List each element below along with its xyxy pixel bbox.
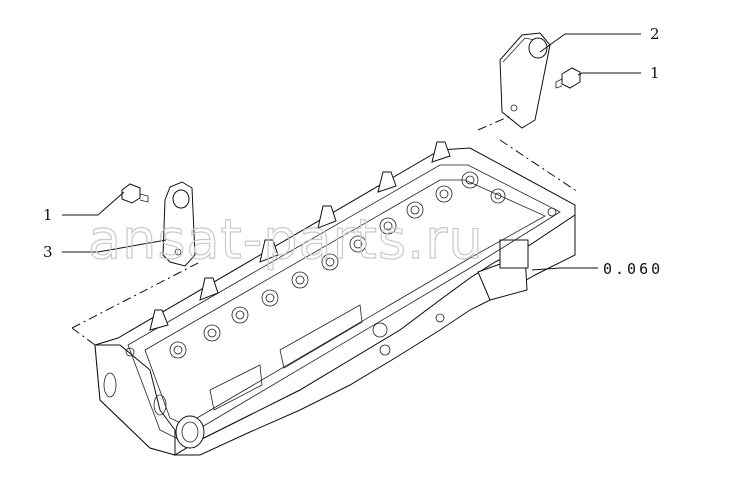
callout-2: 2 — [650, 25, 660, 43]
lifting-bracket-left — [162, 181, 196, 267]
assembly-line-left — [71, 261, 201, 329]
callout-3: 3 — [43, 243, 53, 261]
bolt-icon — [555, 67, 581, 89]
leader-ref — [531, 267, 598, 271]
cylinder-head-icon — [94, 141, 576, 456]
valve-ports — [125, 171, 557, 359]
assembly-line-top-right — [499, 139, 579, 193]
leader-1-left — [62, 191, 125, 216]
reference-0060: 0.060 — [603, 260, 663, 278]
callout-1-top: 1 — [650, 64, 660, 82]
assembly-line-top — [477, 115, 511, 131]
assembly-line-left-vert — [71, 327, 96, 346]
leader-1-top — [577, 72, 641, 76]
watermark-text: ansat-parts.ru — [88, 208, 484, 271]
leader-2 — [539, 33, 641, 53]
lifting-bracket-top — [499, 32, 551, 129]
callout-1-left: 1 — [43, 206, 53, 224]
leader-3 — [62, 239, 167, 253]
bolt-icon — [121, 183, 149, 204]
rocker-pedestals — [149, 141, 451, 331]
